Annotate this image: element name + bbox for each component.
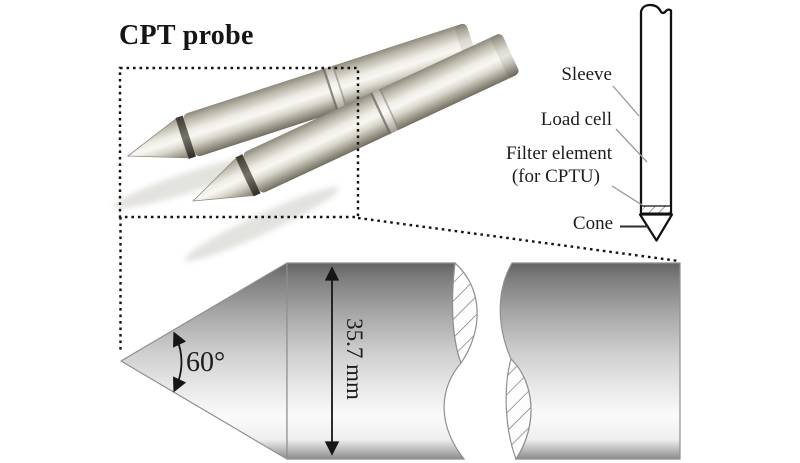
detail-dashed-box <box>118 66 360 219</box>
label-filter-element-note: (for CPTU) <box>511 166 600 187</box>
projection-line-diagonal <box>357 216 680 263</box>
schematic-leader-lines <box>611 85 648 228</box>
schematic-filter-band <box>642 206 670 213</box>
label-load-cell: Load cell <box>540 109 612 130</box>
detail-projection-lines <box>118 66 680 352</box>
break-hatch-left <box>451 261 478 365</box>
label-sleeve: Sleeve <box>561 64 612 85</box>
probe-photo-lower <box>191 34 519 202</box>
probe-photo <box>113 23 519 262</box>
leader-line-load-cell <box>615 128 648 163</box>
label-cone: Cone <box>572 213 613 234</box>
cone-angle-arc <box>173 331 187 393</box>
label-filter-element: Filter element <box>505 143 612 164</box>
leader-line-filter-element <box>611 185 643 206</box>
label-cone-angle: 60° <box>186 347 226 378</box>
figure-title: CPT probe <box>119 20 254 51</box>
schematic-probe <box>611 3 674 242</box>
break-hatch-right <box>505 357 532 461</box>
detail-cylinder-left <box>286 262 466 460</box>
label-diameter: 35.7 mm <box>342 318 367 400</box>
schematic-sleeve-body <box>639 3 673 215</box>
leader-line-sleeve <box>612 85 640 117</box>
probe-shadow <box>184 186 340 262</box>
detail-cross-section <box>120 261 681 461</box>
schematic-cone <box>638 213 674 242</box>
